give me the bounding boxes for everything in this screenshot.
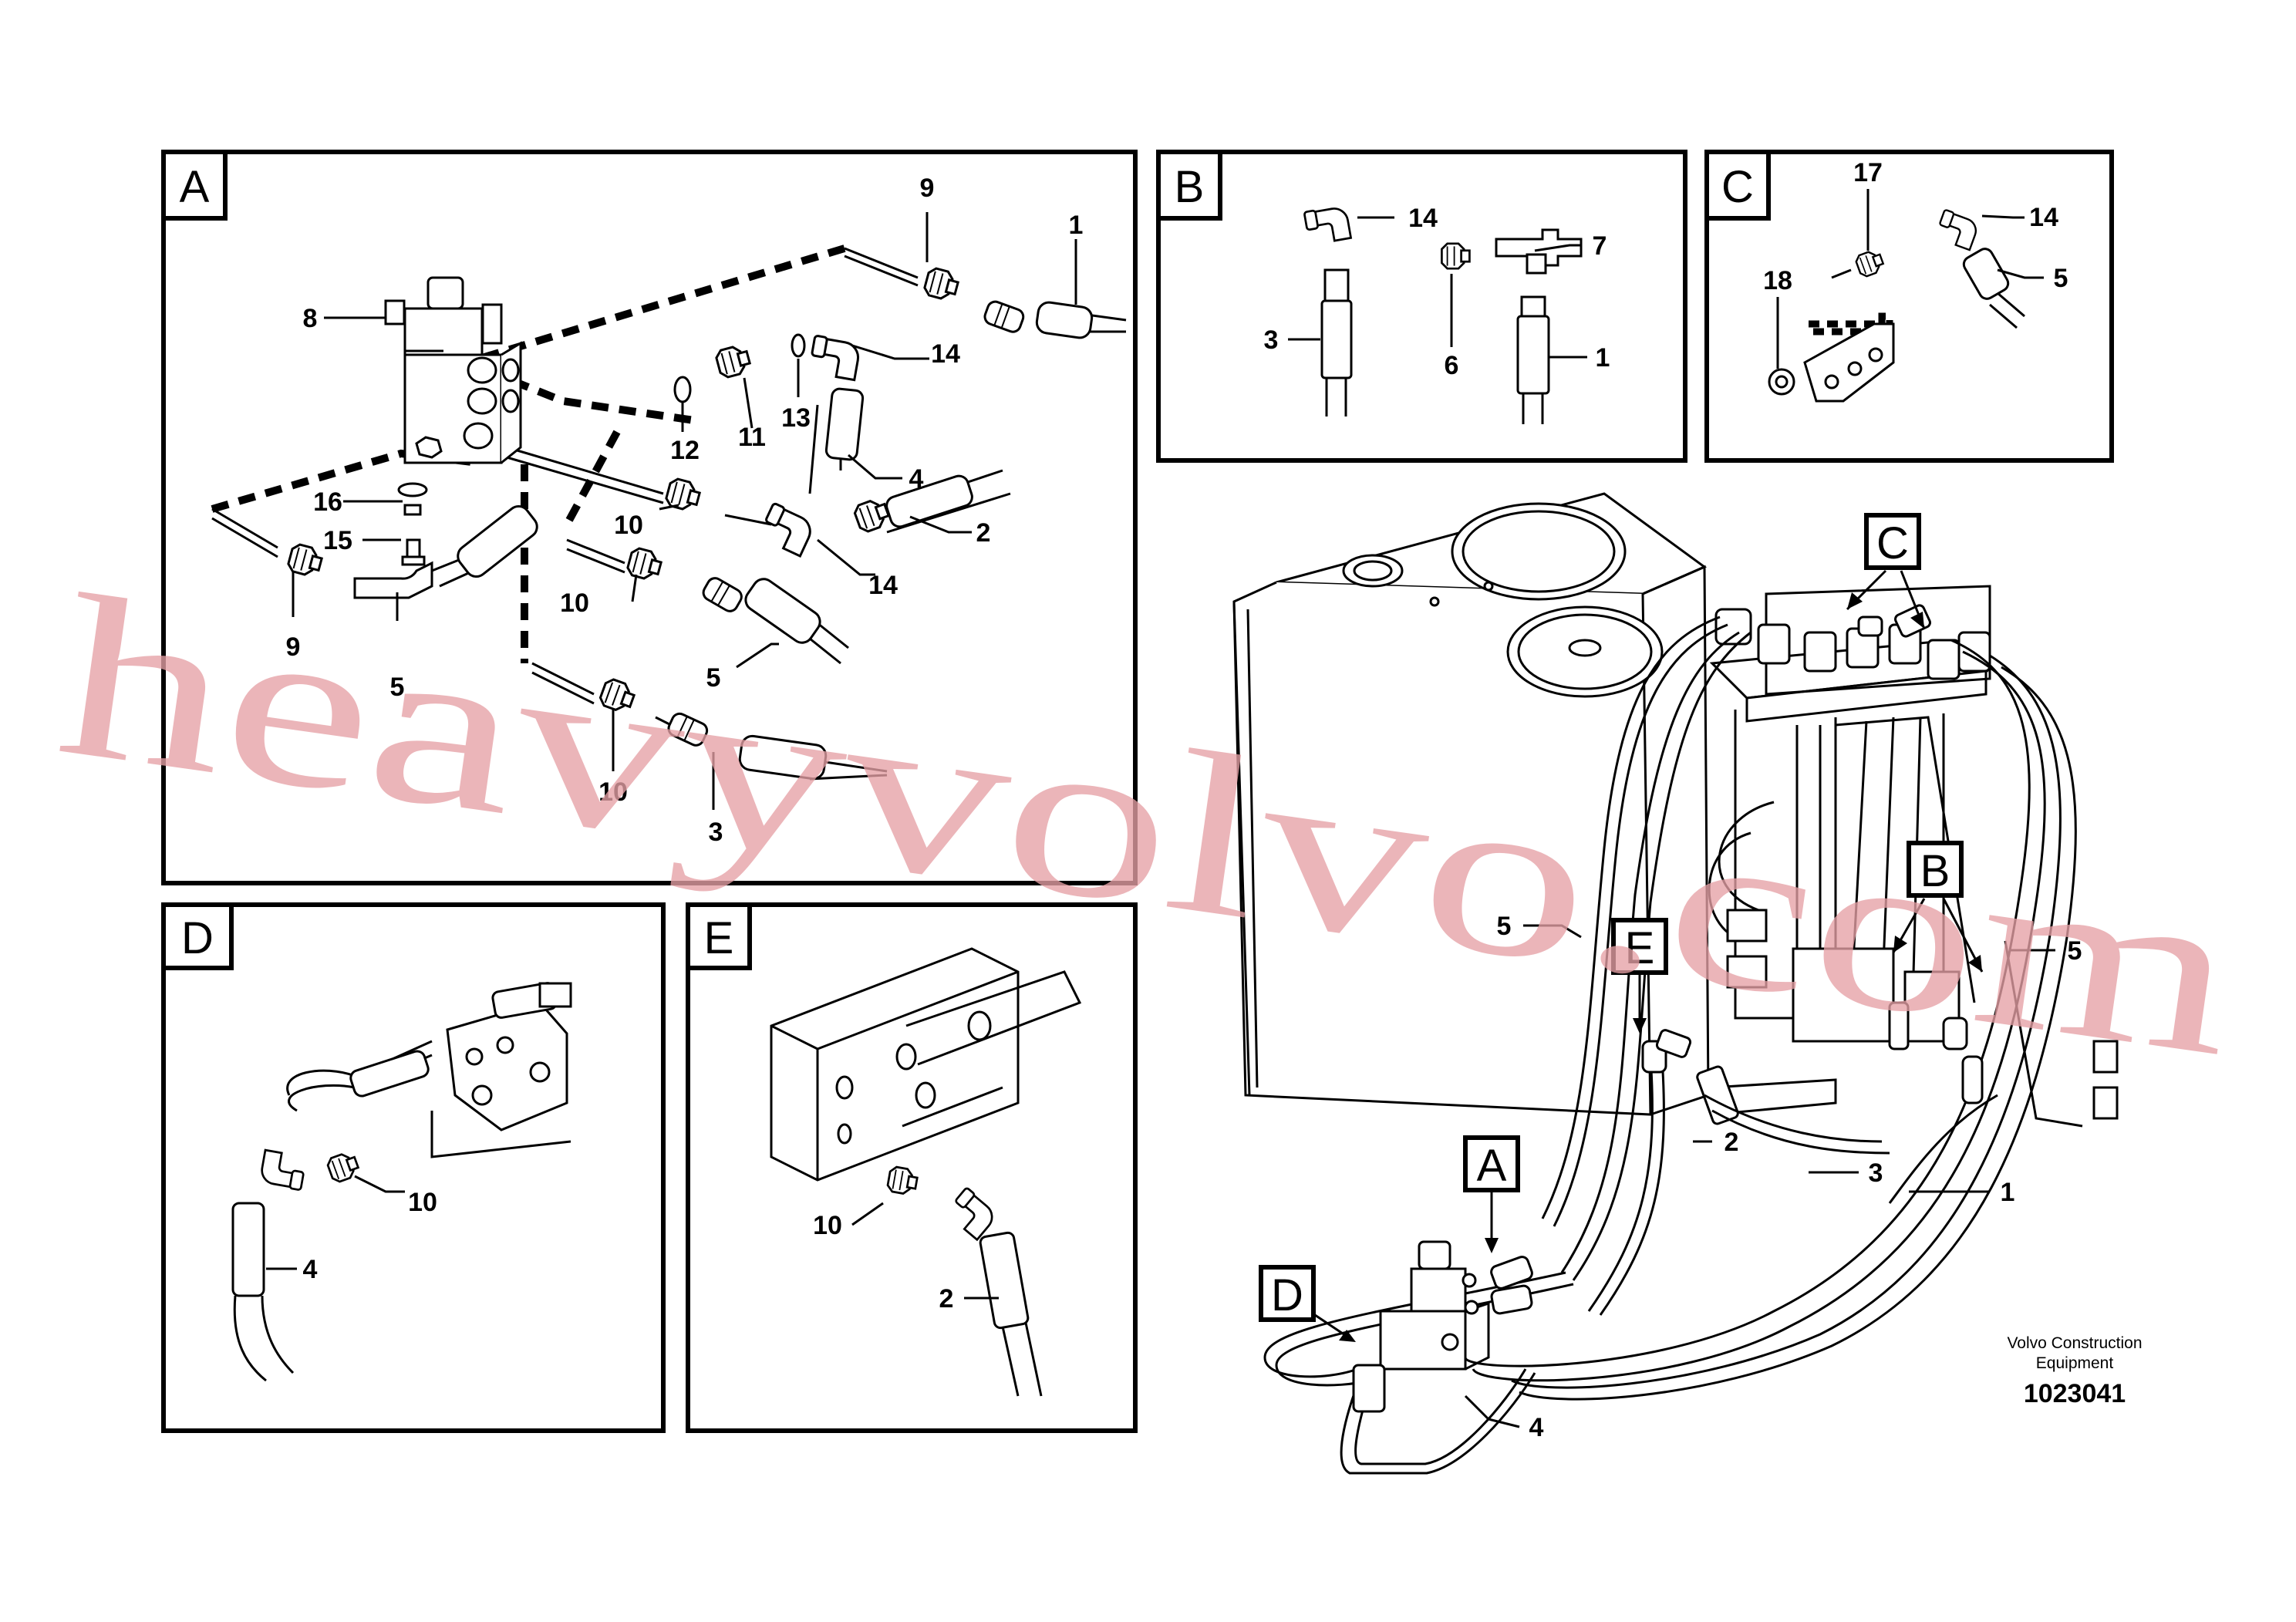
valve-manifold: [1696, 585, 2119, 1128]
callout-a-11: 11: [738, 423, 766, 452]
overview-solenoid-valve: [1352, 1240, 1533, 1413]
panel-a-fittings: [285, 265, 1094, 781]
callout-a-5-right: 5: [706, 663, 721, 693]
callout-overview-5-left: 5: [1497, 912, 1512, 941]
callout-overview-5-right: 5: [2068, 936, 2082, 966]
drawing-info: Volvo Construction Equipment 1023041: [2007, 1334, 2142, 1408]
callout-a-13: 13: [781, 403, 811, 433]
panel-b-leaders: [1288, 216, 1587, 359]
callout-c-17: 17: [1853, 158, 1883, 187]
panel-d-callouts: 10 4: [303, 1188, 437, 1284]
view-marker-e: E: [1611, 918, 1668, 1034]
callout-b-3: 3: [1264, 325, 1279, 355]
panel-a-letter-box: [161, 150, 228, 221]
callout-a-3: 3: [709, 818, 723, 847]
callout-a-8: 8: [303, 304, 318, 333]
view-marker-b: B: [1892, 841, 1984, 973]
callout-overview-2: 2: [1725, 1128, 1739, 1157]
view-marker-d: D: [1259, 1265, 1356, 1342]
view-marker-d-letter: D: [1271, 1270, 1303, 1320]
panel-a-frame: [161, 150, 1138, 885]
panel-b: B 14 7 3 6 1: [1156, 150, 1687, 463]
callout-a-5-left: 5: [390, 673, 405, 702]
callout-b-14: 14: [1408, 204, 1438, 233]
panel-d: D 10 4: [161, 902, 666, 1433]
view-marker-b-letter: B: [1920, 846, 1950, 896]
callout-d-10: 10: [408, 1188, 437, 1217]
panel-b-letter-box: [1156, 150, 1222, 221]
callout-a-10-bottom: 10: [598, 777, 628, 807]
panel-c-leaders: [1776, 189, 2044, 369]
callout-d-4: 4: [303, 1255, 318, 1284]
panel-d-letter: D: [181, 913, 214, 963]
panel-c-letter-box: [1704, 150, 1771, 221]
callout-a-14-bottom: 14: [868, 571, 898, 600]
callout-a-16: 16: [313, 487, 342, 517]
overview-fittings: [1641, 604, 1984, 1104]
panel-e-letter: E: [704, 913, 734, 963]
view-marker-a-letter: A: [1477, 1141, 1507, 1191]
callout-b-7: 7: [1593, 231, 1607, 261]
callout-b-6: 6: [1445, 351, 1459, 380]
callout-c-14: 14: [2029, 203, 2058, 232]
panel-b-frame: [1156, 150, 1687, 463]
panel-e-frame: [686, 902, 1138, 1433]
panel-e-letter-box: [686, 902, 752, 970]
overview-assembly: C B E A D: [1232, 492, 2119, 1475]
callout-a-4: 4: [909, 464, 924, 494]
panel-c-callouts: 17 14 18 5: [1763, 158, 2068, 295]
panel-e-leaders: [851, 1202, 999, 1300]
panel-e-callouts: 10 2: [813, 1211, 953, 1313]
panel-c-frame: [1704, 150, 2114, 463]
panel-a-letter: A: [180, 162, 210, 212]
panel-b-callouts: 14 7 3 6 1: [1264, 204, 1610, 380]
callout-e-10: 10: [813, 1211, 842, 1240]
callout-a-9-bottom: 9: [286, 632, 301, 662]
panel-c-letter: C: [1721, 162, 1754, 212]
overview-leaders: [1464, 924, 2055, 1428]
hydraulic-tank: [1232, 492, 1710, 1116]
callout-overview-1: 1: [2001, 1178, 2015, 1207]
view-marker-c: C: [1846, 513, 1926, 629]
callout-b-1: 1: [1596, 343, 1610, 373]
callout-a-10-lower: 10: [560, 588, 589, 618]
panel-e-parts: [770, 947, 1082, 1397]
callout-a-2: 2: [976, 518, 991, 548]
callout-c-18: 18: [1763, 266, 1792, 295]
panel-c: C 17 14 18 5: [1704, 150, 2114, 463]
overview-callouts: 5 5 2 3 1 4: [1497, 912, 2082, 1442]
brand-line-2: Equipment: [2036, 1354, 2114, 1372]
panel-a-callouts: 9 1 8 14 12 11 13 4 16 15 10 2 14 10 9 5…: [286, 174, 1084, 847]
panel-d-leaders: [266, 1175, 405, 1270]
view-marker-a: A: [1463, 1135, 1520, 1253]
callout-a-9-top: 9: [920, 174, 935, 203]
callout-a-1: 1: [1069, 211, 1084, 240]
view-marker-e-letter: E: [1625, 923, 1655, 973]
panel-c-parts: [1768, 208, 2025, 403]
solenoid-valve-8: [384, 276, 522, 464]
panel-d-parts: [231, 982, 572, 1382]
callout-a-14-top: 14: [931, 339, 960, 369]
drawing-number: 1023041: [2024, 1379, 2126, 1408]
callout-a-15: 15: [323, 526, 352, 555]
callout-overview-4: 4: [1529, 1413, 1544, 1442]
overview-hoses: [1263, 615, 2077, 1475]
callout-e-2: 2: [939, 1284, 954, 1313]
panel-a: A: [161, 150, 1138, 885]
panel-a-leaders: [292, 212, 1077, 810]
panel-d-letter-box: [161, 902, 234, 970]
callout-a-12: 12: [670, 436, 700, 465]
callout-c-5: 5: [2054, 264, 2068, 293]
panel-e: E 10 2: [686, 902, 1138, 1433]
brand-line-1: Volvo Construction: [2007, 1334, 2142, 1352]
panel-b-letter: B: [1175, 162, 1205, 212]
view-marker-c-letter: C: [1876, 518, 1909, 568]
panel-d-frame: [161, 902, 666, 1433]
panel-b-parts: [1303, 204, 1583, 424]
callout-a-10-mid: 10: [614, 511, 643, 540]
callout-overview-3: 3: [1869, 1158, 1883, 1188]
